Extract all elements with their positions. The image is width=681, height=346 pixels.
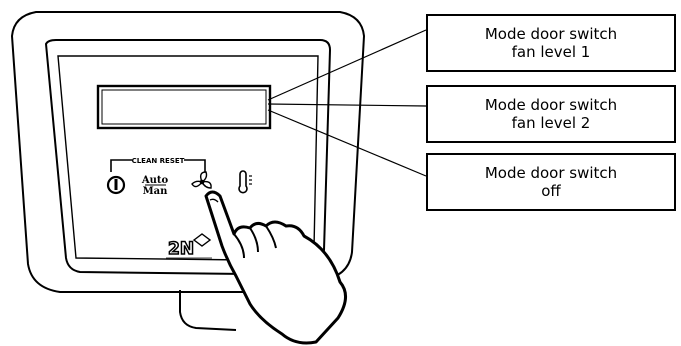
- auto-label: Auto: [141, 175, 169, 186]
- callout-line-1: Mode door switch: [484, 96, 618, 114]
- lcd-display: [96, 84, 272, 130]
- clean-reset-bracket: [110, 159, 206, 172]
- callout-fan-level-1: Mode door switch fan level 1: [426, 14, 676, 72]
- callout-line-1: Mode door switch: [484, 25, 618, 43]
- callout-fan-level-2: Mode door switch fan level 2: [426, 85, 676, 143]
- auto-man-button[interactable]: Auto Man: [141, 175, 169, 197]
- clean-reset-label: CLEAN RESET: [132, 157, 185, 165]
- callout-line-2: fan level 2: [511, 114, 591, 132]
- brand-logo-text: 2N: [168, 239, 194, 259]
- fan-icon: [191, 171, 212, 189]
- temperature-button[interactable]: [238, 170, 252, 194]
- callout-line-1: Mode door switch: [484, 164, 618, 182]
- callout-line-2: off: [541, 182, 561, 200]
- man-label: Man: [143, 186, 169, 197]
- callout-line-2: fan level 1: [511, 43, 591, 61]
- lcd-display-inner: [101, 89, 267, 125]
- callout-leader-lines: [267, 29, 427, 177]
- bezel-bottom-tab: [179, 290, 237, 331]
- brand-logo: 2N: [166, 233, 212, 260]
- pointing-hand-icon: [204, 190, 347, 345]
- callout-off: Mode door switch off: [426, 153, 676, 211]
- power-button[interactable]: [106, 175, 126, 195]
- fan-button[interactable]: [191, 171, 212, 189]
- thermometer-icon: [238, 170, 252, 194]
